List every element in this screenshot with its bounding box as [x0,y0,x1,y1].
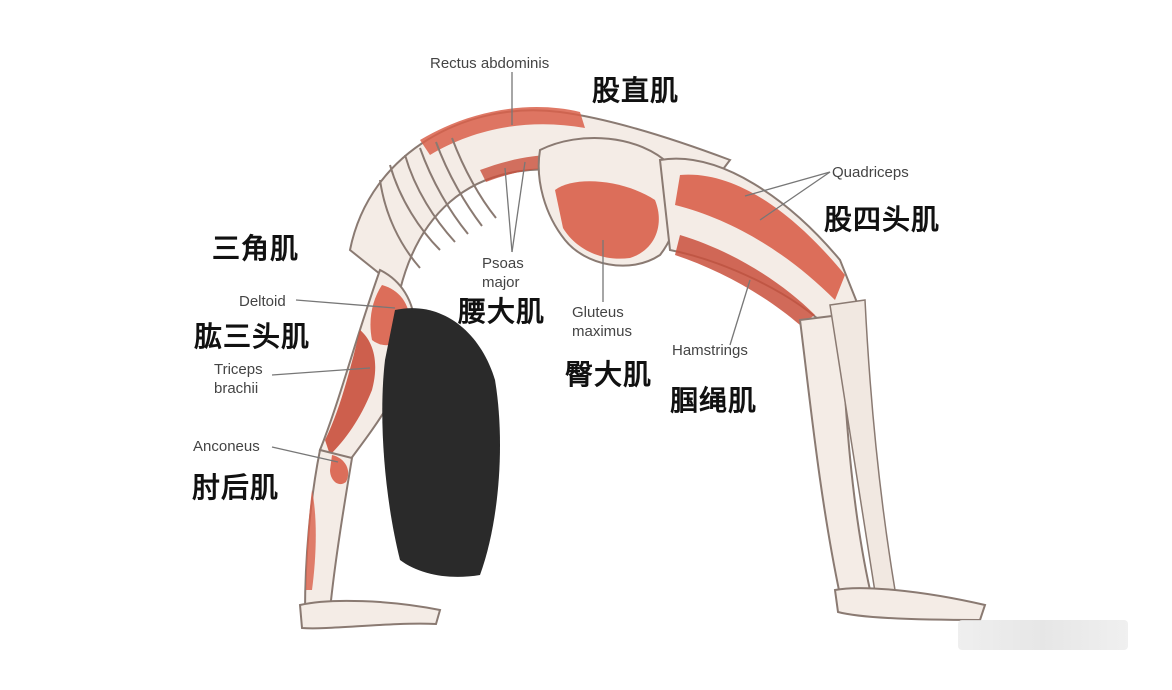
label-psoas-major-line1: Psoas [482,255,524,272]
hamstrings-muscle [675,235,815,325]
label-zh-triceps-brachii: 肱三头肌 [194,320,311,353]
label-zh-gluteus-maximus: 臀大肌 [565,358,653,391]
hair [382,308,500,577]
anconeus-muscle [330,455,349,485]
label-quadriceps: Quadriceps [832,164,909,181]
quadriceps-muscle [675,174,845,300]
label-hamstrings: Hamstrings [672,342,748,359]
label-rectus-abdominis: Rectus abdominis [430,55,550,72]
label-zh-deltoid: 三角肌 [212,232,300,265]
label-zh-quadriceps: 股四头肌 [824,203,941,236]
rib-cage [379,137,497,269]
hand [298,599,442,630]
label-triceps-brachii-line2: brachii [214,380,259,397]
label-psoas-major-line2: major [482,274,520,291]
label-zh-psoas-major: 腰大肌 [458,295,546,328]
foot [833,587,987,622]
label-triceps-brachii: Triceps brachii [214,360,263,398]
label-psoas-major: Psoas major [482,254,524,292]
label-gluteus-maximus-line1: Gluteus [572,304,624,321]
gluteus-maximus-muscle [555,181,659,259]
leader-lines [271,72,831,463]
label-gluteus-maximus: Gluteus maximus [572,303,632,341]
label-anconeus: Anconeus [193,438,260,455]
blurred-watermark [958,620,1128,650]
rectus-abdominis-muscle [420,107,585,155]
label-gluteus-maximus-line2: maximus [572,323,633,340]
label-deltoid: Deltoid [239,293,286,310]
triceps-brachii-muscle [325,330,376,455]
label-zh-hamstrings: 腘绳肌 [670,384,758,417]
forearm-muscle [306,490,316,590]
label-zh-rectus-femoris: 股直肌 [592,74,680,107]
label-zh-anconeus: 肘后肌 [192,471,280,504]
label-triceps-brachii-line1: Triceps [214,361,263,378]
